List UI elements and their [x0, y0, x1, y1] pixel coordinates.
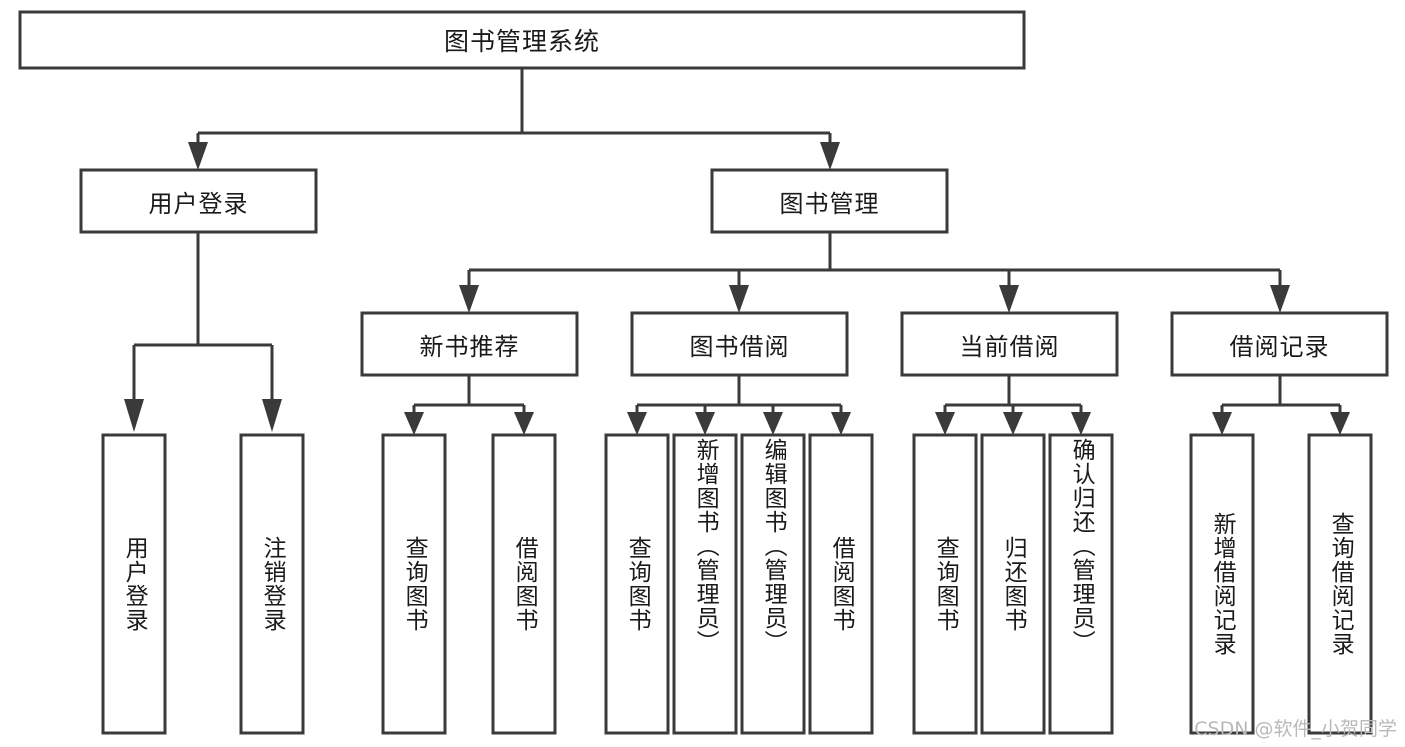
- node-box-leaf-return-book[interactable]: [980, 433, 1046, 735]
- node-box-leaf-logout[interactable]: [239, 433, 305, 735]
- node-box-leaf-query-book-1[interactable]: [381, 433, 447, 735]
- arrowhead-re-leaf-1: [1212, 412, 1232, 435]
- arrowhead-leaf-logout: [262, 399, 282, 432]
- node-box-book-borrow[interactable]: [630, 311, 849, 377]
- node-box-leaf-query-book-2[interactable]: [604, 433, 670, 735]
- arrowhead-leaf-user-login: [124, 399, 144, 432]
- arrowhead-current: [999, 285, 1019, 313]
- node-box-book-management[interactable]: [710, 168, 949, 234]
- node-box-leaf-add-book[interactable]: [672, 433, 738, 735]
- connector-layer: [124, 68, 1350, 435]
- arrowhead-bo-leaf-4: [831, 412, 851, 435]
- arrowhead-user-login: [188, 142, 208, 170]
- node-box-user-login[interactable]: [79, 168, 318, 234]
- node-box-current-borrow[interactable]: [900, 311, 1119, 377]
- node-box-leaf-user-login[interactable]: [101, 433, 167, 735]
- node-box-root[interactable]: [18, 10, 1026, 70]
- box-layer: [18, 10, 1389, 735]
- node-box-leaf-edit-book[interactable]: [740, 433, 806, 735]
- arrowhead-book-mgmt: [820, 142, 840, 170]
- arrowhead-bo-leaf-1: [627, 412, 647, 435]
- arrowhead-new-book: [459, 285, 479, 313]
- arrowhead-record: [1270, 285, 1290, 313]
- arrowhead-re-leaf-2: [1330, 412, 1350, 435]
- arrowhead-bo-leaf-3: [763, 412, 783, 435]
- arrowhead-borrow: [729, 285, 749, 313]
- node-box-leaf-borrow-book-1[interactable]: [491, 433, 557, 735]
- arrowhead-cu-leaf-1: [935, 412, 955, 435]
- arrowhead-nb-leaf-1: [404, 412, 424, 435]
- node-box-leaf-add-record[interactable]: [1189, 433, 1255, 735]
- node-box-leaf-borrow-book-2[interactable]: [808, 433, 874, 735]
- node-box-leaf-query-record[interactable]: [1307, 433, 1373, 735]
- node-box-leaf-query-book-3[interactable]: [912, 433, 978, 735]
- node-box-leaf-confirm-return[interactable]: [1048, 433, 1114, 735]
- arrowhead-cu-leaf-3: [1071, 412, 1091, 435]
- arrowhead-nb-leaf-2: [514, 412, 534, 435]
- arrowhead-cu-leaf-2: [1003, 412, 1023, 435]
- arrowhead-bo-leaf-2: [695, 412, 715, 435]
- node-box-borrow-record[interactable]: [1170, 311, 1389, 377]
- node-box-new-book-recommend[interactable]: [360, 311, 579, 377]
